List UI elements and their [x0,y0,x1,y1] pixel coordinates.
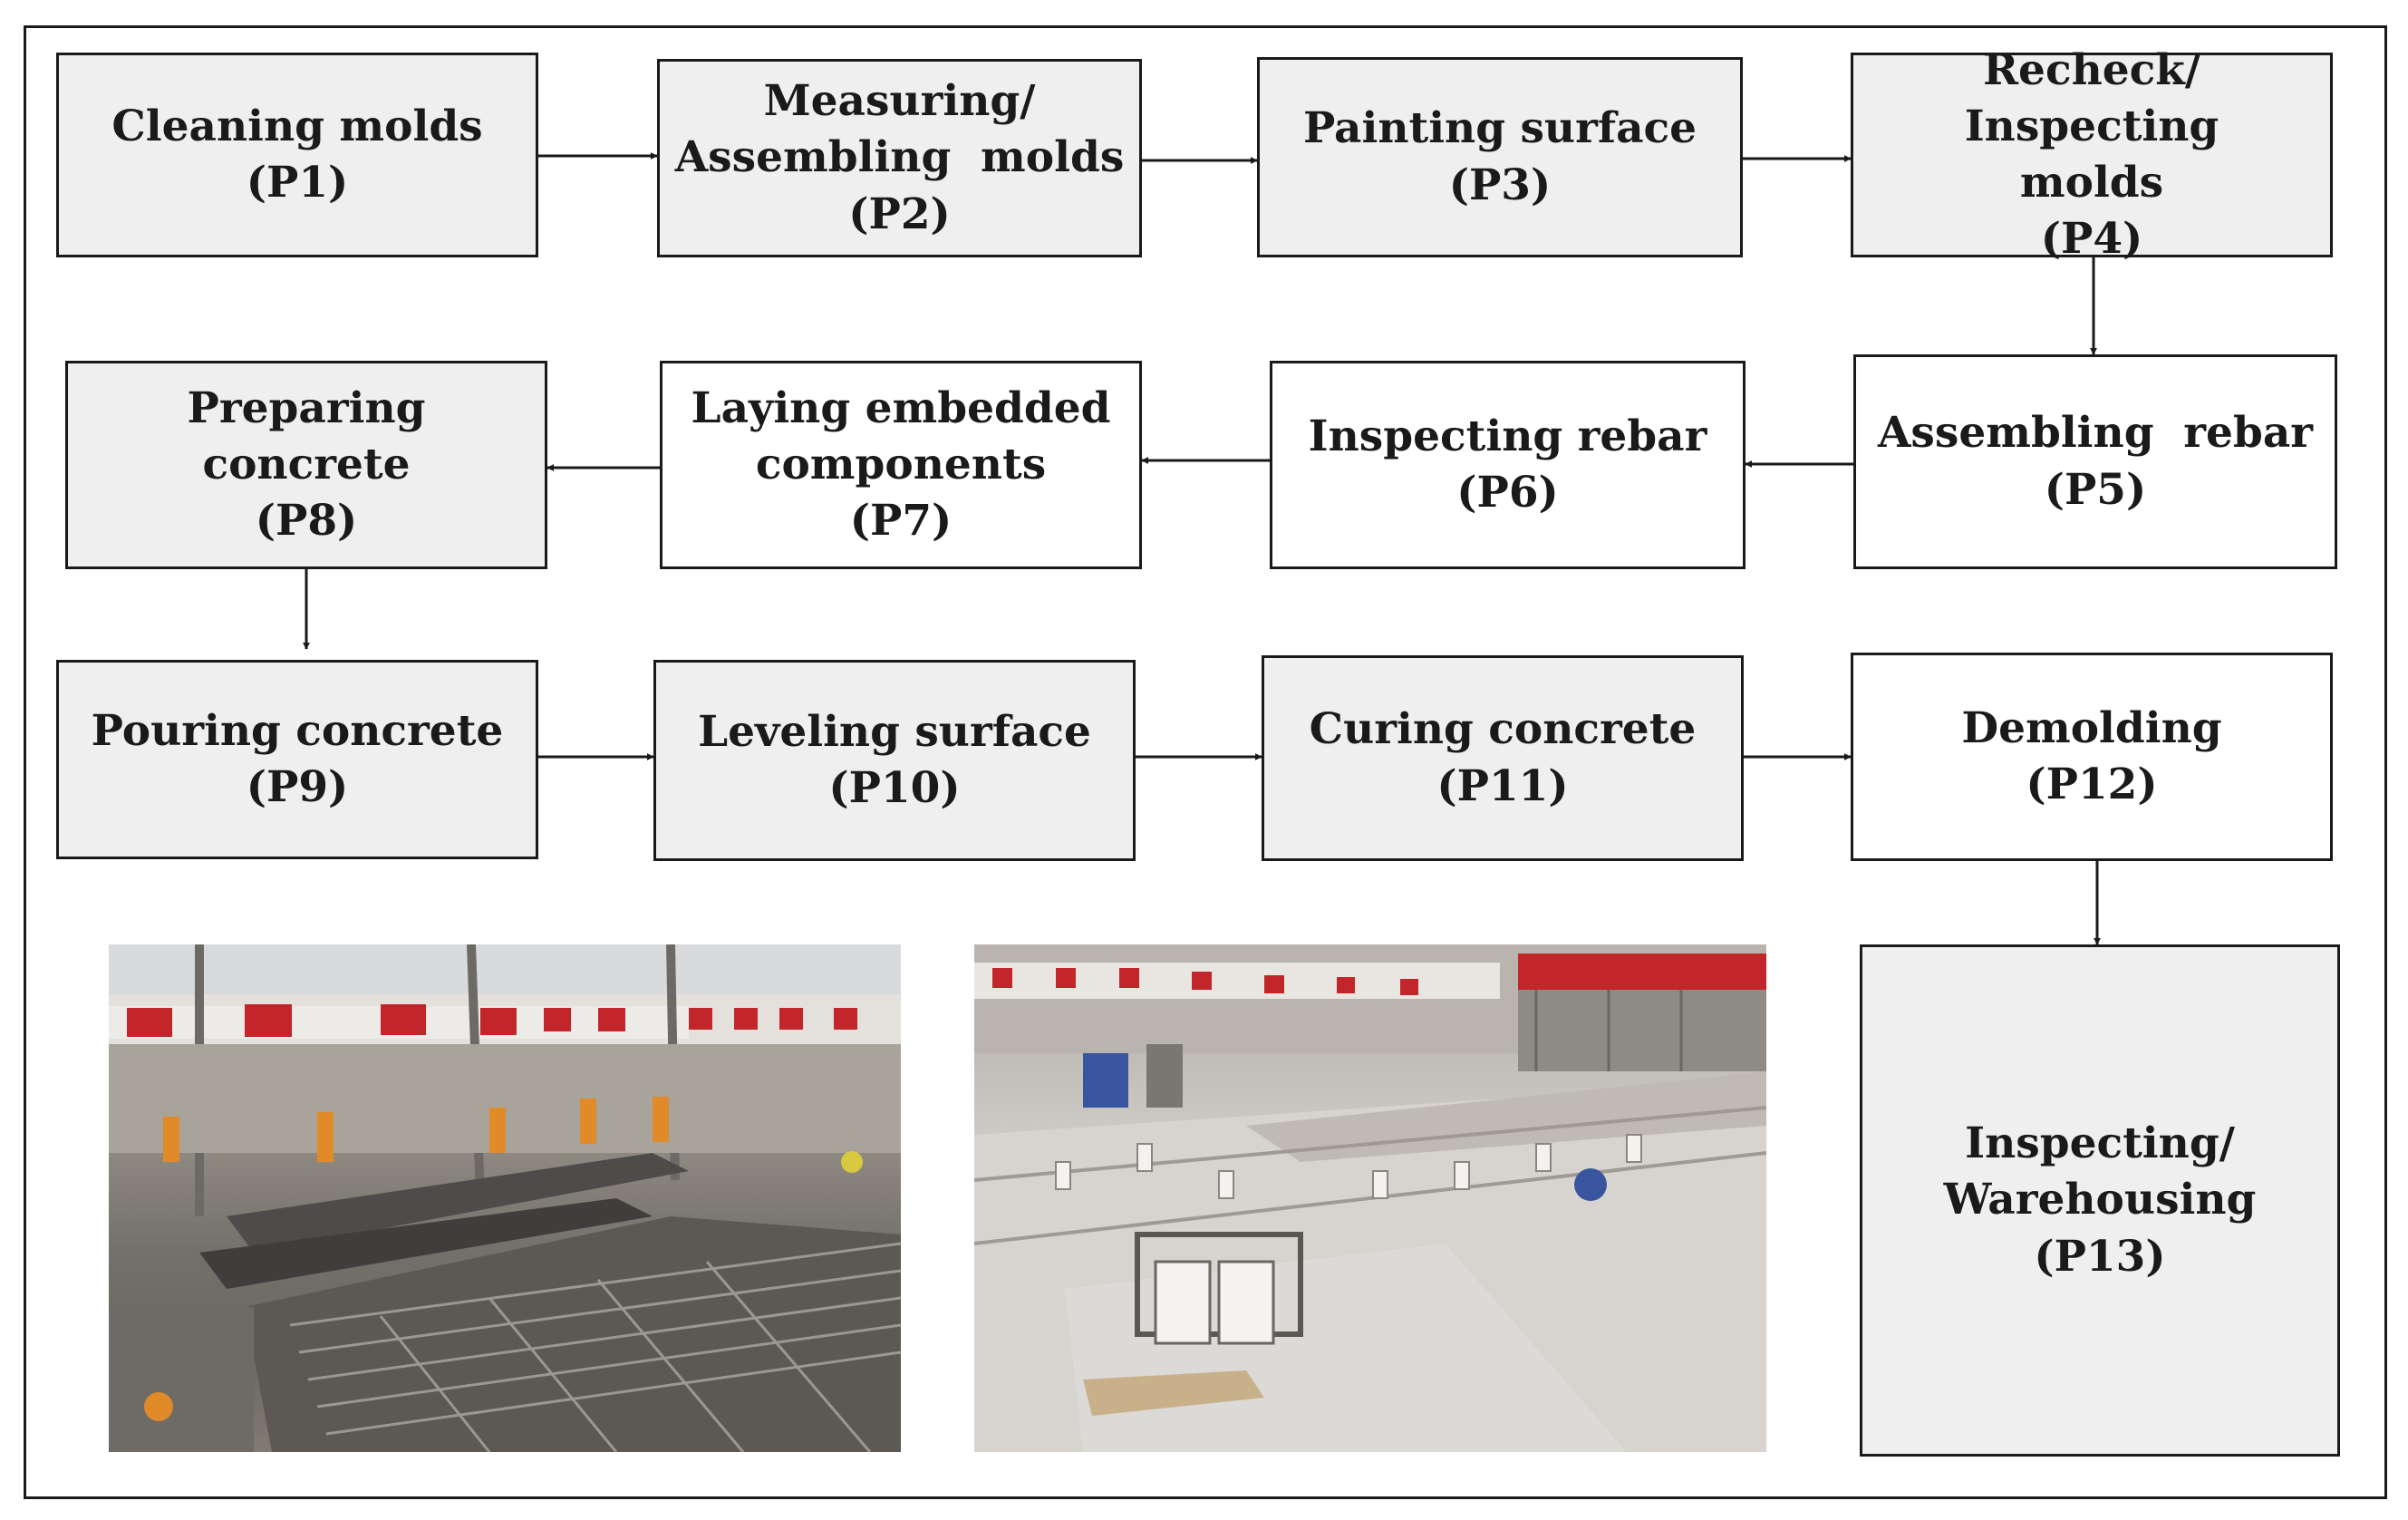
step-p13-id: (P13) [2034,1231,2166,1282]
step-p12-id: (P12) [2026,760,2158,809]
step-p2-label-line-1: Measuring/ [763,76,1036,127]
step-p2: Measuring/ Assembling molds (P2) [657,59,1142,257]
step-p3-id: (P3) [1448,160,1552,210]
step-p4: Recheck/ Inspecting molds (P4) [1851,45,2333,264]
step-p10-id: (P10) [828,763,961,813]
step-p2-id: (P2) [848,189,951,239]
step-p7-label-line-2: components [755,439,1047,489]
step-p3: Painting surface (P3) [1257,57,1743,257]
step-p1-id: (P1) [246,158,349,208]
step-p8-label-line-1: Preparing concrete [187,382,426,489]
step-p11-label-line-1: Curing concrete [1309,704,1697,755]
step-p12-label-line-1: Demolding [1961,702,2222,753]
step-p6-label-line-1: Inspecting rebar [1308,411,1707,461]
step-p7-label-line-1: Laying embedded [691,382,1111,433]
step-p4-id: (P4) [2040,214,2143,265]
step-p7: Laying embedded components (P7) [660,361,1142,569]
step-p1-label-line-1: Cleaning molds [111,101,483,151]
step-p11-id: (P11) [1436,760,1569,811]
step-p11: Curing concrete (P11) [1262,655,1744,861]
factory-mold-photo [974,944,1766,1452]
step-p4-label-line-2: molds [2019,158,2164,208]
factory-rebar-photo [109,944,901,1452]
step-p7-id: (P7) [849,496,953,547]
step-p10-label-line-1: Leveling surface [698,706,1091,757]
step-p5: Assembling rebar (P5) [1853,354,2337,569]
outer-frame [24,25,2387,1499]
step-p6: Inspecting rebar (P6) [1270,361,1746,569]
step-p8: Preparing concrete (P8) [65,361,547,569]
step-p9-label-line-1: Pouring concrete [91,705,504,756]
step-p8-id: (P8) [255,496,358,547]
step-p13: Inspecting/ Warehousing (P13) [1860,944,2340,1457]
step-p3-label-line-1: Painting surface [1302,103,1697,154]
step-p2-label-line-2: Assembling molds [674,132,1125,183]
step-p1: Cleaning molds (P1) [56,53,538,257]
step-p10: Leveling surface (P10) [653,660,1136,861]
step-p9: Pouring concrete (P9) [56,660,538,859]
step-p4-label-line-1: Recheck/ Inspecting [1964,44,2219,151]
step-p13-label-line-2: Warehousing [1943,1175,2257,1225]
step-p5-id: (P5) [2044,464,2147,515]
step-p6-id: (P6) [1456,468,1559,518]
step-p5-label-line-1: Assembling rebar [1877,408,2314,459]
factory-mold-scene [974,944,1766,1452]
step-p9-id: (P9) [246,762,349,812]
step-p13-label-line-1: Inspecting/ [1965,1118,2235,1169]
step-p12: Demolding (P12) [1851,653,2333,861]
factory-rebar-scene [109,944,901,1452]
